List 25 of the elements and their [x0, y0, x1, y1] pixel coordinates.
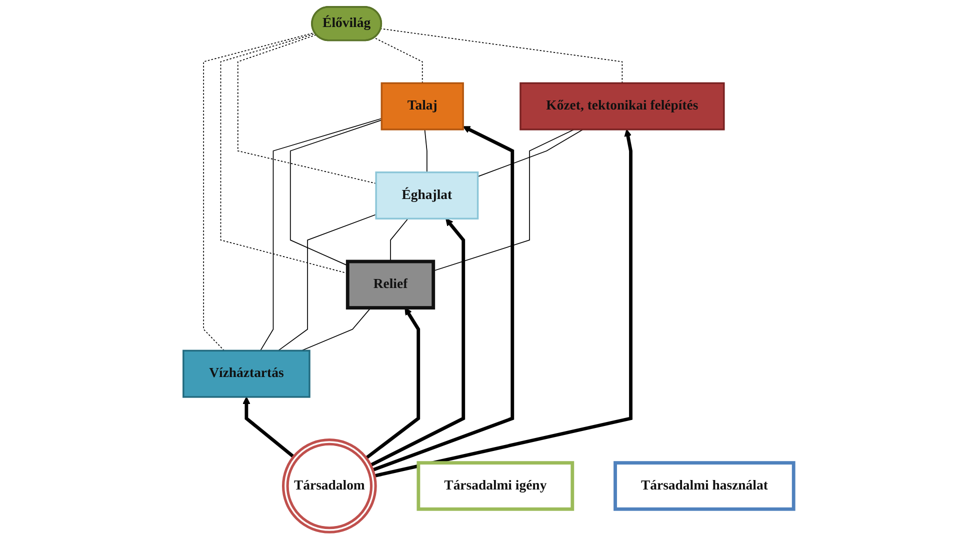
node-box: Relief [346, 260, 436, 310]
node-box: Kőzet, tektonikai felépítés [520, 82, 725, 130]
connector [477, 129, 584, 177]
node-box: Társadalmi igény [416, 461, 574, 511]
arrow [370, 218, 466, 467]
connector [424, 129, 428, 173]
connector [380, 28, 623, 84]
connector [237, 34, 376, 184]
connector [374, 37, 423, 84]
connector [290, 120, 382, 266]
arrow [365, 307, 420, 460]
node-box: Társadalmi használat [614, 461, 796, 511]
connector [432, 129, 574, 272]
arrow [372, 126, 514, 472]
connector [301, 307, 372, 352]
connector [278, 214, 376, 352]
arrow [242, 396, 295, 458]
node-box: Éghajlat [375, 171, 479, 220]
node-box: Vízháztartás [182, 350, 310, 398]
connector [203, 32, 316, 352]
connector [260, 118, 382, 352]
arrow [374, 129, 632, 478]
connector [390, 218, 408, 262]
node-box: Talaj [380, 82, 464, 130]
node-circle: Társadalom [282, 438, 377, 534]
